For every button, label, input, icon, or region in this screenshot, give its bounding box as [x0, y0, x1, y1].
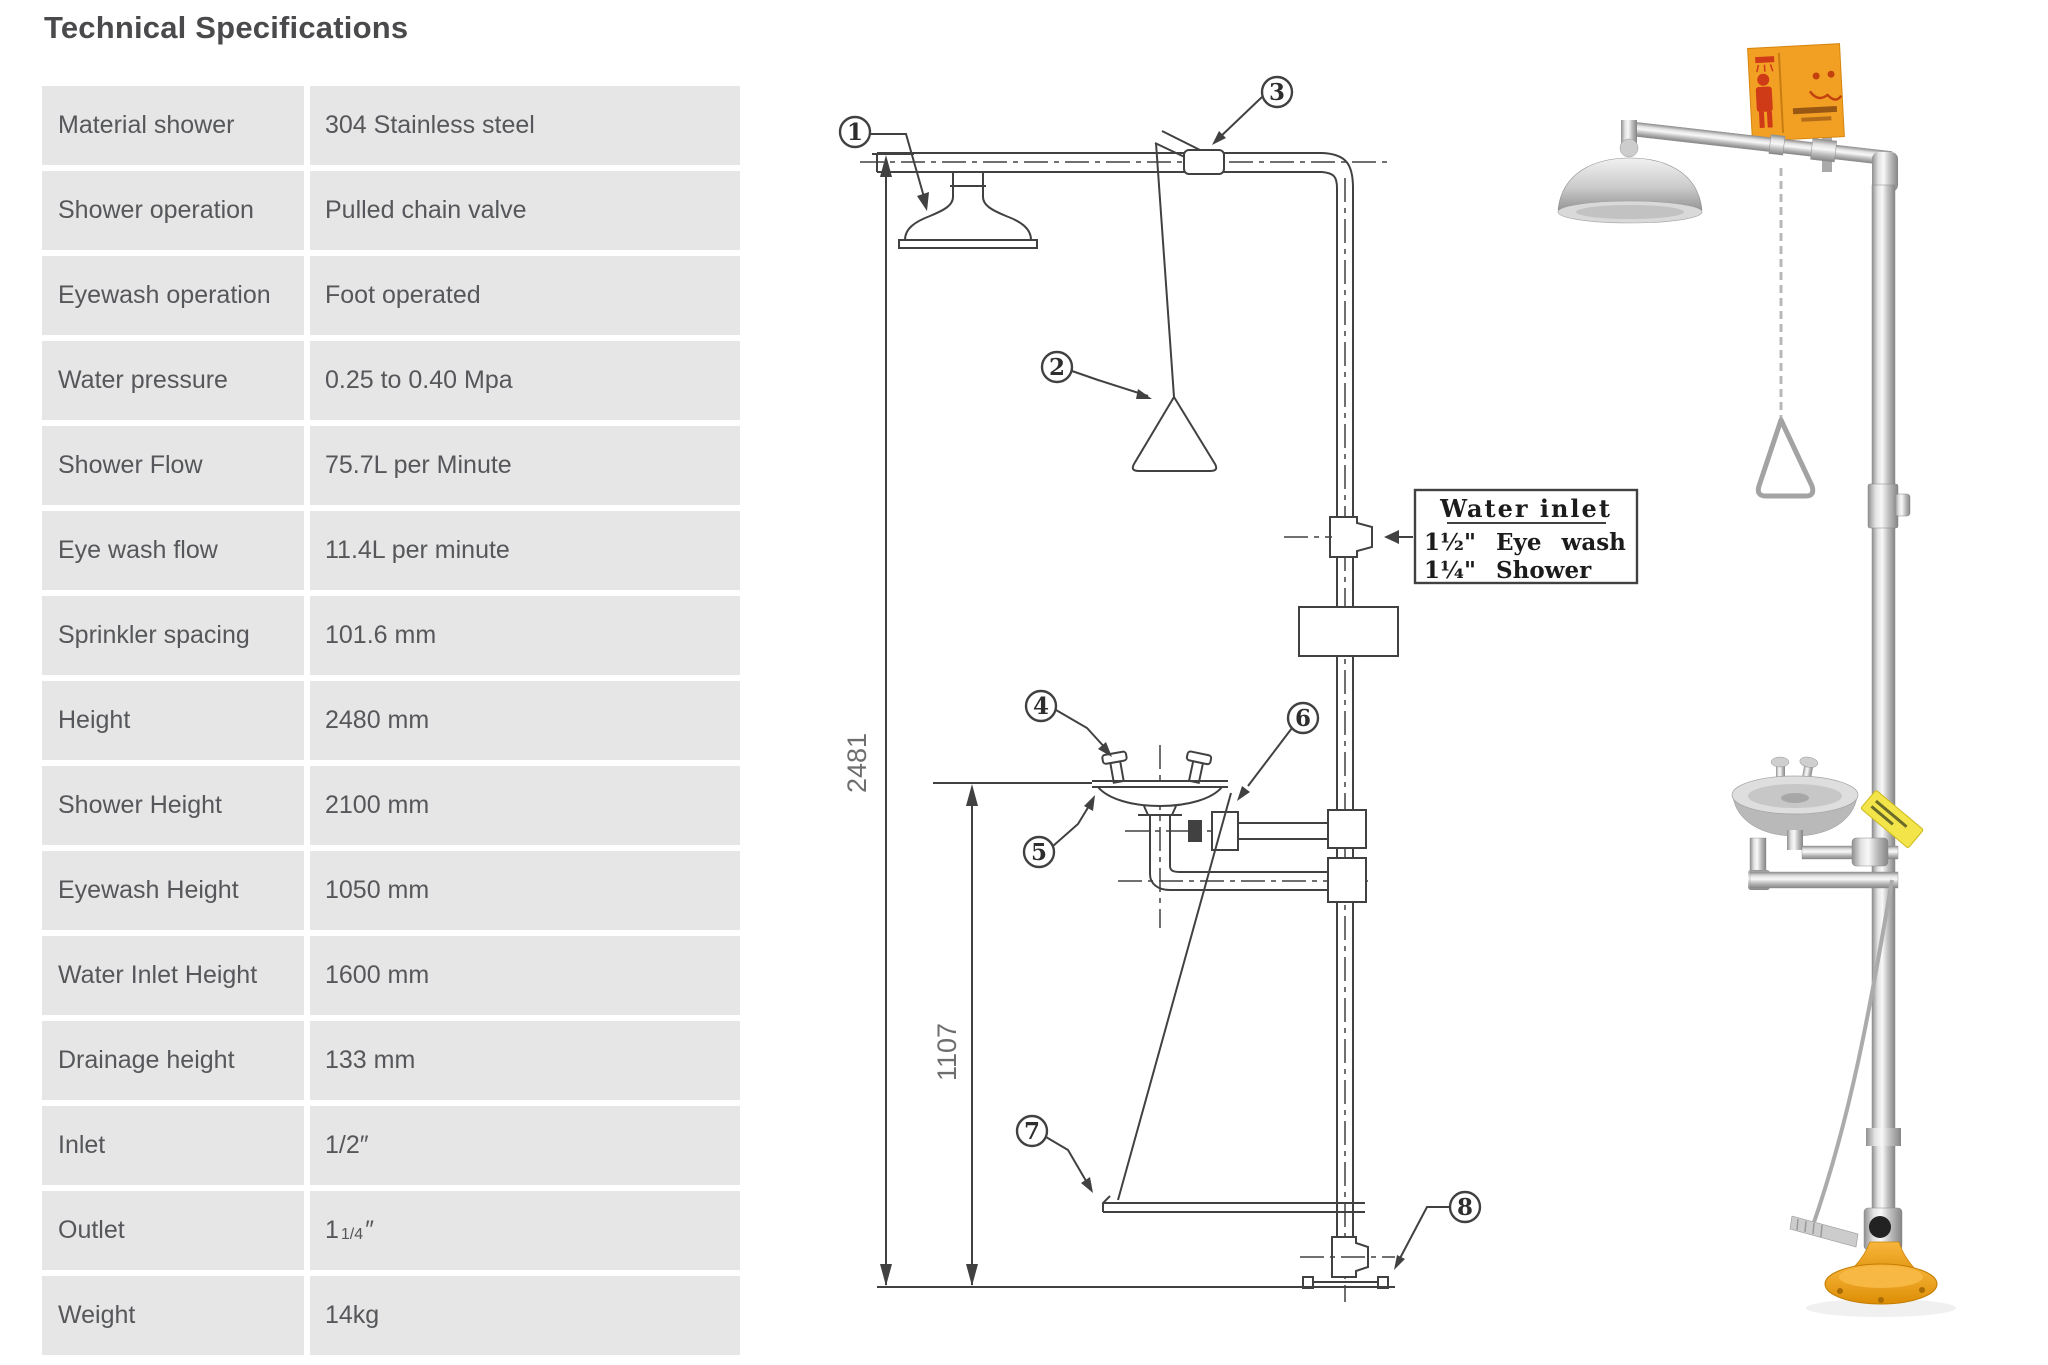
spec-row: Outlet 1 1/4″ — [42, 1191, 742, 1270]
callout-3-number: 3 — [1269, 79, 1285, 106]
spec-row: Sprinkler spacing 101.6 mm — [42, 596, 742, 675]
foot-pedal — [1789, 1215, 1859, 1248]
inspection-tag — [1860, 790, 1924, 848]
water-inlet-line2: 1¼" Shower — [1424, 557, 1592, 584]
product-photo — [1557, 43, 1956, 1317]
mounting-plate — [1298, 606, 1399, 657]
spec-row: Water Inlet Height 1600 mm — [42, 936, 742, 1015]
spec-row: Drainage height 133 mm — [42, 1021, 742, 1100]
spec-value: 1050 mm — [310, 851, 740, 930]
pull-valve-drawing — [1131, 129, 1225, 472]
spec-label: Weight — [42, 1276, 304, 1355]
technical-drawing: 1 2 3 4 5 6 7 8 2481 1107 Water inlet 1½… — [838, 75, 1639, 1302]
spec-value: 75.7L per Minute — [310, 426, 740, 505]
callout-2: 2 — [1040, 350, 1074, 384]
spec-row: Water pressure 0.25 to 0.40 Mpa — [42, 341, 742, 420]
callout-5-number: 5 — [1031, 839, 1047, 866]
base-drawing — [877, 1236, 1395, 1289]
spec-label: Sprinkler spacing — [42, 596, 304, 675]
spec-label: Eyewash Height — [42, 851, 304, 930]
eyewash-bowl — [1731, 756, 1859, 850]
dimension-eyewash-height — [933, 782, 1092, 1286]
callout-4: 4 — [1024, 689, 1058, 723]
water-inlet-box: Water inlet 1½" Eye wash 1¼" Shower — [1413, 488, 1639, 585]
emergency-sign-icon — [1747, 43, 1845, 142]
spec-row: Shower Flow 75.7L per Minute — [42, 426, 742, 505]
callout-7-number: 7 — [1024, 1118, 1040, 1145]
spec-row: Eyewash operation Foot operated — [42, 256, 742, 335]
spec-value: 1/2″ — [310, 1106, 740, 1185]
spec-label: Eyewash operation — [42, 256, 304, 335]
base-pedestal — [1806, 1241, 1956, 1317]
top-pipe — [860, 152, 1392, 173]
spec-label: Shower Flow — [42, 426, 304, 505]
spec-label: Drainage height — [42, 1021, 304, 1100]
spec-value: 11.4L per minute — [310, 511, 740, 590]
spec-label: Water Inlet Height — [42, 936, 304, 1015]
spec-label: Eye wash flow — [42, 511, 304, 590]
dimension-overall-height — [872, 153, 914, 1286]
page-title: Technical Specifications — [44, 10, 409, 45]
callout-8-number: 8 — [1457, 1194, 1473, 1221]
spec-value: 133 mm — [310, 1021, 740, 1100]
spec-row: Shower Height 2100 mm — [42, 766, 742, 845]
spec-value: 2480 mm — [310, 681, 740, 760]
spec-label: Shower operation — [42, 171, 304, 250]
pipe-joint — [1866, 1128, 1901, 1146]
foot-pedal-drawing — [1102, 1195, 1365, 1213]
spec-label: Inlet — [42, 1106, 304, 1185]
drain-outlet — [1869, 1216, 1891, 1238]
spec-row: Eye wash flow 11.4L per minute — [42, 511, 742, 590]
callout-4-number: 4 — [1033, 693, 1049, 720]
water-inlet-line1: 1½" Eye wash — [1424, 529, 1626, 556]
spec-value: 14kg — [310, 1276, 740, 1355]
spec-table: Material shower 304 Stainless steel Show… — [42, 86, 742, 1361]
spec-value: 0.25 to 0.40 Mpa — [310, 341, 740, 420]
spec-value: 101.6 mm — [310, 596, 740, 675]
shower-head — [1557, 120, 1703, 224]
spec-row: Height 2480 mm — [42, 681, 742, 760]
spec-row: Material shower 304 Stainless steel — [42, 86, 742, 165]
callout-5: 5 — [1022, 835, 1056, 869]
spec-row: Weight 14kg — [42, 1276, 742, 1355]
callout-6: 6 — [1286, 701, 1320, 735]
spec-value: Pulled chain valve — [310, 171, 740, 250]
spec-value: 304 Stainless steel — [310, 86, 740, 165]
pipe-coupling — [1867, 483, 1911, 529]
spec-row: Shower operation Pulled chain valve — [42, 171, 742, 250]
pull-handle — [1755, 417, 1816, 499]
spec-label: Shower Height — [42, 766, 304, 845]
shower-head-drawing — [898, 171, 1038, 249]
callout-1: 1 — [838, 115, 872, 149]
actuator-rod-drawing — [1117, 792, 1232, 1201]
dimension-lower-label: 1107 — [932, 1023, 962, 1081]
spec-label: Water pressure — [42, 341, 304, 420]
spec-value: 2100 mm — [310, 766, 740, 845]
main-pipe — [1321, 152, 1354, 1302]
spec-value: 1600 mm — [310, 936, 740, 1015]
spec-value: 1 1/4″ — [310, 1191, 740, 1270]
water-inlet-tee — [1284, 516, 1413, 558]
callout-leaders — [870, 96, 1450, 1270]
spec-value: Foot operated — [310, 256, 740, 335]
callout-1-number: 1 — [847, 119, 863, 146]
spec-row: Inlet 1/2″ — [42, 1106, 742, 1185]
water-inlet-title: Water inlet — [1439, 494, 1612, 523]
eyewash-drawing — [1092, 745, 1368, 928]
callout-7: 7 — [1015, 1114, 1049, 1148]
main-pipe-photo — [1871, 184, 1896, 1248]
eyewash-piping — [1748, 837, 1899, 890]
dimension-overall-label: 2481 — [842, 733, 872, 793]
callout-2-number: 2 — [1049, 354, 1065, 381]
callout-3: 3 — [1260, 75, 1294, 109]
callout-6-number: 6 — [1295, 705, 1311, 732]
pedal-rod — [1810, 879, 1894, 1229]
spec-label: Height — [42, 681, 304, 760]
arm-elbow — [1872, 152, 1898, 192]
spec-label: Outlet — [42, 1191, 304, 1270]
callout-8: 8 — [1448, 1190, 1482, 1224]
spec-label: Material shower — [42, 86, 304, 165]
spec-row: Eyewash Height 1050 mm — [42, 851, 742, 930]
